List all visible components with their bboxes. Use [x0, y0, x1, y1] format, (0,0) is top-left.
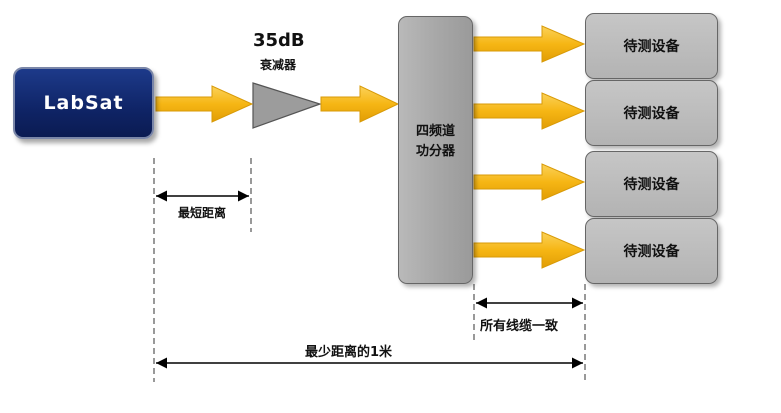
splitter-label: 四频道 功分器 [415, 124, 455, 159]
dut-label-4: 待测设备 [623, 244, 680, 260]
labsat-box: LabSat [13, 67, 154, 139]
dut-label-2: 待测设备 [623, 106, 680, 122]
dut-box-4: 待测设备 [585, 218, 718, 284]
arrow-splitter-to-dut-3 [473, 163, 586, 201]
attenuator-name: 衰减器 [260, 58, 297, 72]
attenuator-value: 35dB [253, 30, 305, 51]
arrow-splitter-to-dut-1 [473, 25, 586, 63]
arrow-splitter-to-dut-4 [473, 231, 586, 269]
arrow-labsat-to-attenuator [155, 85, 254, 123]
dut-label-3: 待测设备 [623, 177, 680, 193]
min-distance-1m-label: 最少距离的1米 [305, 345, 393, 360]
min-distance-label: 最短距离 [178, 206, 227, 220]
dut-box-2: 待测设备 [585, 80, 718, 146]
arrow-attenuator-to-splitter [320, 85, 400, 123]
labsat-label: LabSat [43, 92, 124, 114]
dut-box-1: 待测设备 [585, 13, 718, 79]
cables-same-label: 所有线缆一致 [480, 319, 559, 334]
dut-label-1: 待测设备 [623, 39, 680, 55]
arrow-splitter-to-dut-2 [473, 92, 586, 130]
dut-box-3: 待测设备 [585, 151, 718, 217]
splitter-box [398, 16, 473, 284]
attenuator-triangle-icon [252, 82, 322, 129]
